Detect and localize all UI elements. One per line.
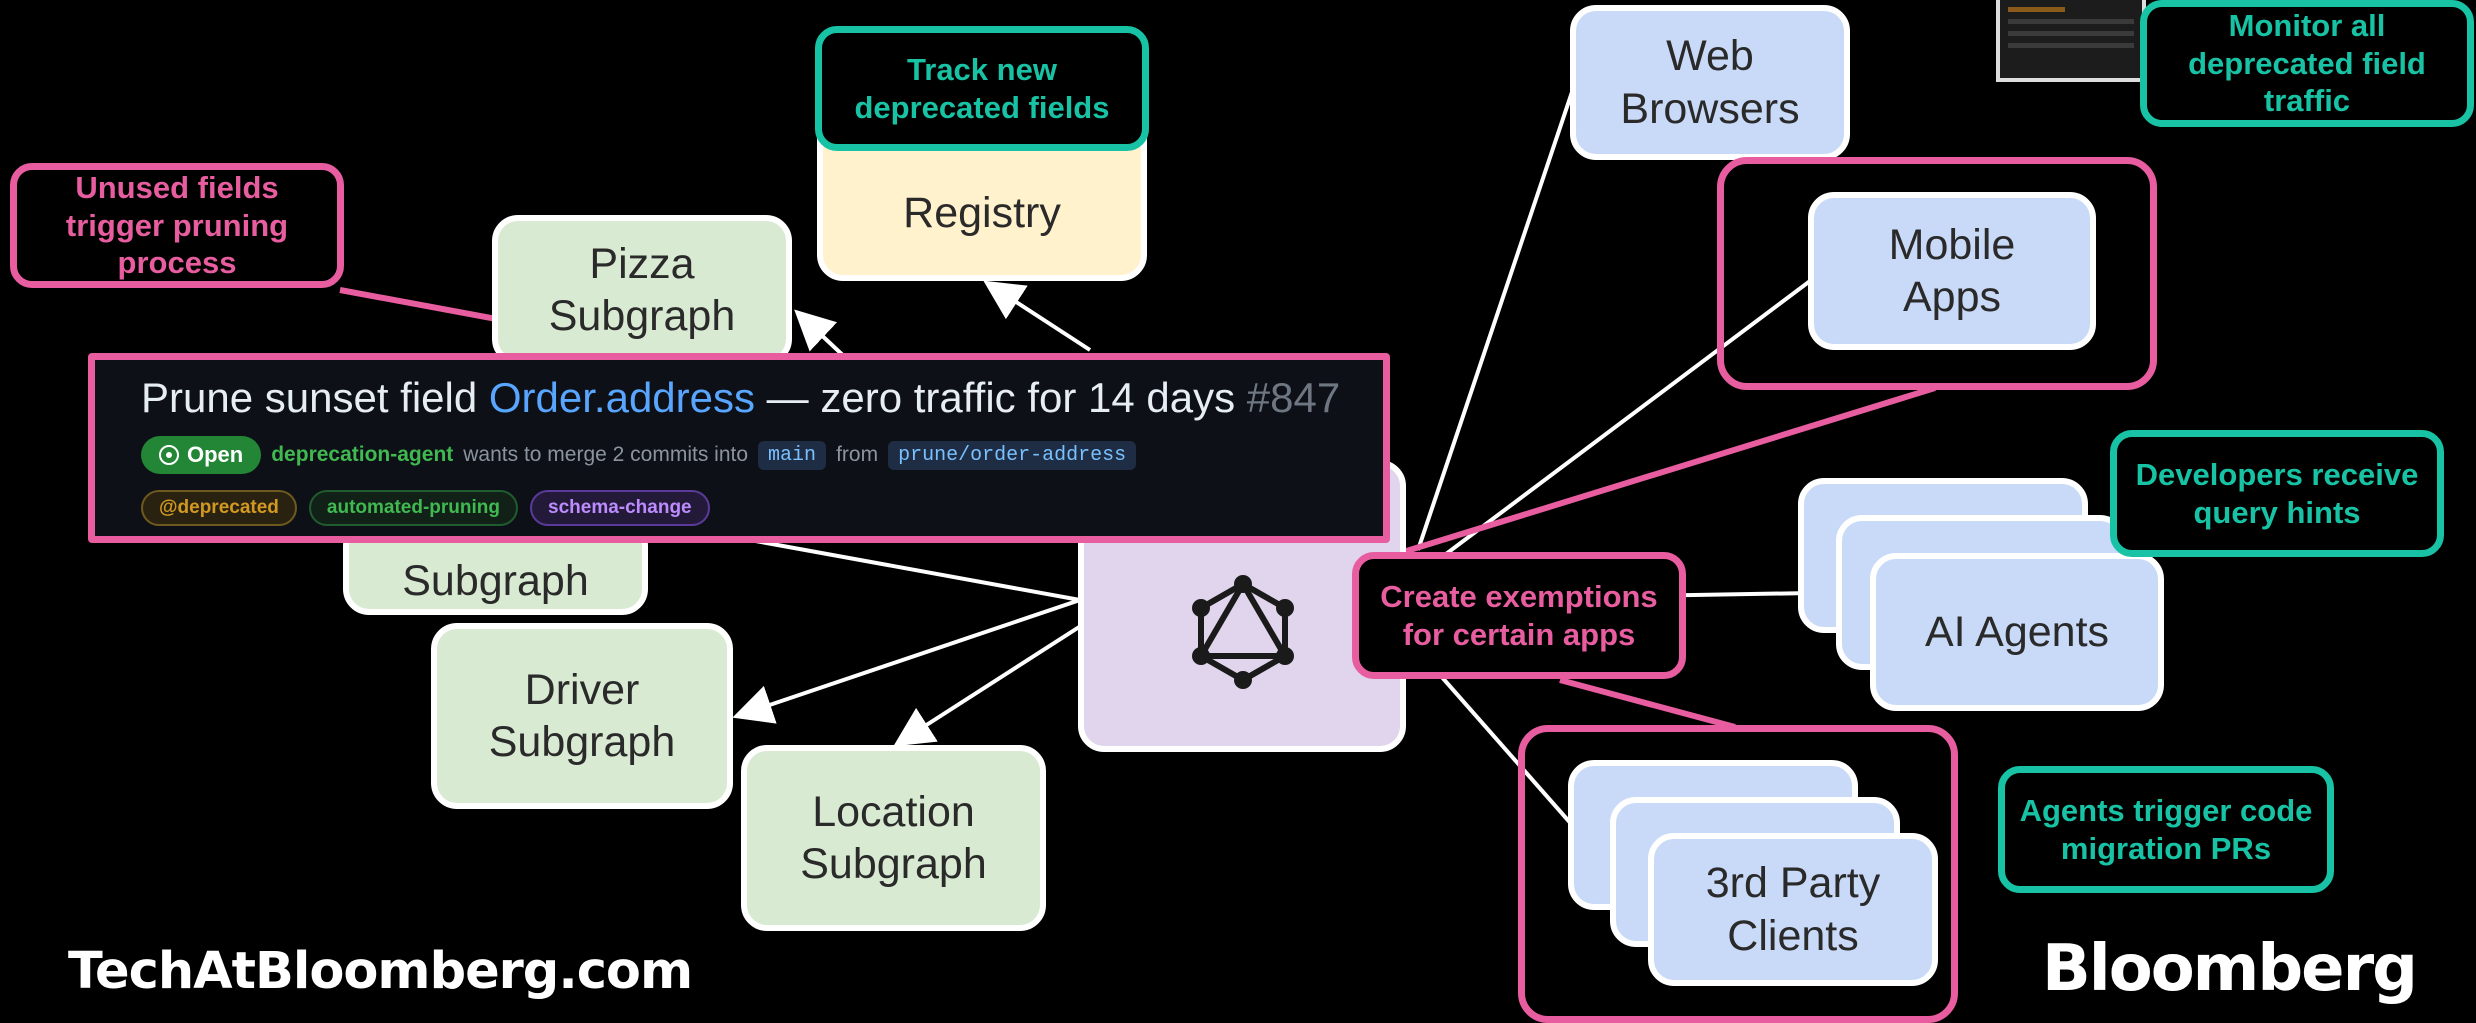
mobile-apps-label: Mobile Apps [1888, 220, 2016, 321]
callout-track: Track new deprecated fields [815, 26, 1149, 151]
callout-developers-text: Developers receive query hints [2135, 456, 2419, 530]
pizza-subgraph-node: Pizza Subgraph [492, 215, 792, 365]
callout-unused-text: Unused fields trigger pruning process [65, 169, 289, 281]
pr-title-prefix: Prune sunset field [141, 374, 489, 421]
pr-open-icon [159, 445, 179, 465]
ai-agents-node: AI Agents [1870, 553, 2164, 711]
callout-monitor: Monitor all deprecated field traffic [2140, 0, 2474, 127]
ai-agents-label: AI Agents [1924, 607, 2110, 656]
pull-request-card[interactable]: Prune sunset field Order.address — zero … [88, 353, 1390, 543]
mobile-apps-highlight [1717, 157, 2157, 390]
callout-developers: Developers receive query hints [2110, 430, 2444, 557]
web-browsers-label: Web Browsers [1620, 32, 1800, 133]
pr-head-branch[interactable]: prune/order-address [888, 440, 1137, 470]
pr-status-label: Open [187, 442, 244, 467]
pr-base-branch[interactable]: main [758, 440, 827, 470]
callout-agents-text: Agents trigger code migration PRs [2019, 792, 2313, 866]
third-party-clients-label: 3rd Party Clients [1705, 859, 1881, 960]
dashboard-thumbnail [1996, 0, 2146, 82]
pr-labels: @deprecated automated-pruning schema-cha… [141, 490, 1337, 526]
callout-agents: Agents trigger code migration PRs [1998, 766, 2334, 893]
pointer-mobile [1399, 385, 1936, 556]
web-browsers-node: Web Browsers [1570, 5, 1850, 160]
third-party-highlight [1518, 725, 1958, 1023]
edge-router-registry [983, 280, 1092, 352]
pr-author-link[interactable]: deprecation-agent [271, 443, 454, 466]
footer-website: TechAtBloomberg.com [68, 942, 693, 1001]
pr-title-field: Order.address [488, 374, 756, 421]
registry-label: Registry [903, 189, 1061, 238]
edge-router-hidden [749, 538, 1081, 602]
footer-logo: Bloomberg [2042, 932, 2418, 1006]
pr-label-schema-change[interactable]: schema-change [530, 490, 710, 526]
callout-track-text: Track new deprecated fields [854, 51, 1110, 125]
pr-number: #847 [1246, 374, 1341, 421]
driver-subgraph-label: Driver Subgraph [488, 665, 676, 766]
edge-router-location [893, 618, 1092, 747]
pr-meta: Open deprecation-agent wants to merge 2 … [141, 436, 1337, 474]
pr-title[interactable]: Prune sunset field Order.address — zero … [141, 374, 1341, 422]
location-subgraph-node: Location Subgraph [741, 745, 1046, 931]
location-subgraph-label: Location Subgraph [800, 787, 987, 888]
callout-exemptions-text: Create exemptions for certain apps [1380, 578, 1658, 652]
edge-router-web [1416, 91, 1574, 551]
callout-monitor-text: Monitor all deprecated field traffic [2188, 7, 2426, 119]
pizza-subgraph-label: Pizza Subgraph [548, 239, 736, 340]
pr-status-badge: Open [141, 436, 262, 474]
callout-unused: Unused fields trigger pruning process [10, 163, 344, 288]
mobile-apps-node: Mobile Apps [1808, 192, 2096, 350]
graphql-logo-icon [1192, 575, 1294, 689]
pr-title-suffix: — zero traffic for 14 days [755, 374, 1247, 421]
pr-label-automated-pruning[interactable]: automated-pruning [308, 490, 519, 526]
edge-router-driver [732, 598, 1081, 724]
pointer-3rdparty [1559, 677, 1736, 730]
pr-from-text: from [836, 443, 879, 466]
third-party-clients-node: 3rd Party Clients [1648, 833, 1938, 986]
driver-subgraph-node: Driver Subgraph [431, 623, 733, 809]
callout-exemptions: Create exemptions for certain apps [1352, 552, 1686, 679]
pr-label-deprecated[interactable]: @deprecated [141, 490, 297, 526]
hidden-subgraph-label: Subgraph [402, 557, 589, 606]
pr-merge-text: wants to merge 2 commits into [463, 443, 749, 466]
